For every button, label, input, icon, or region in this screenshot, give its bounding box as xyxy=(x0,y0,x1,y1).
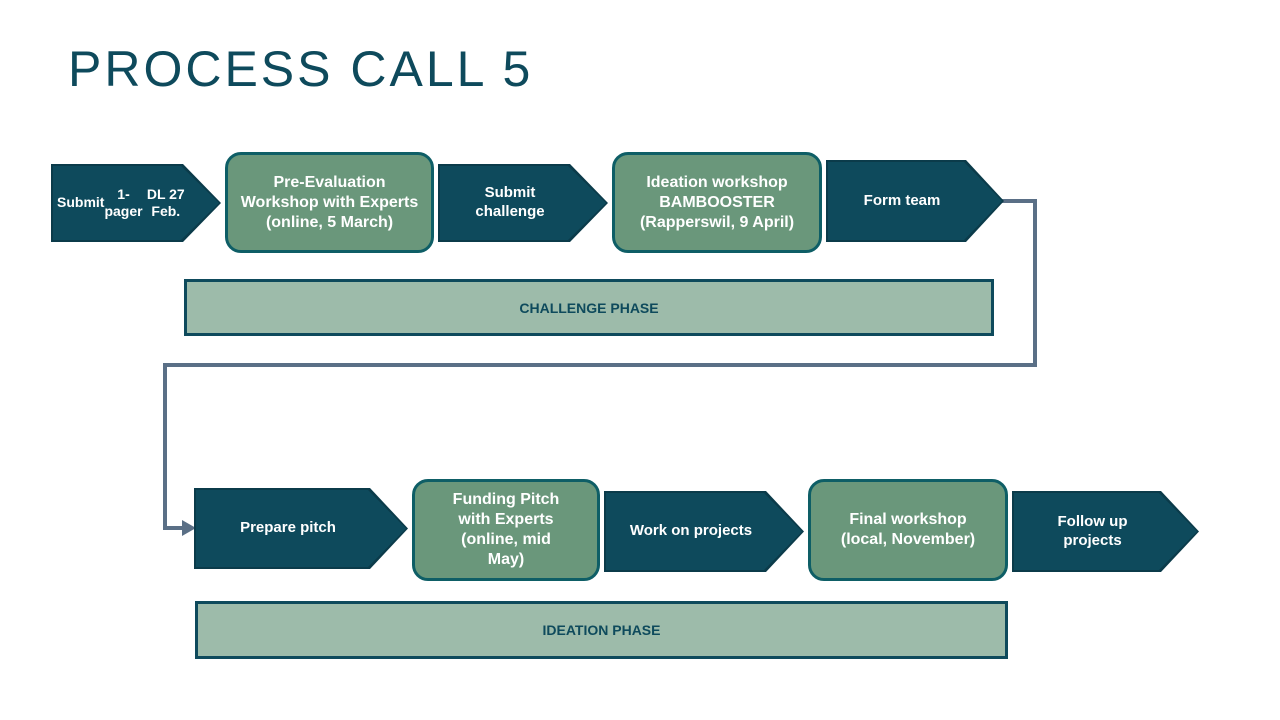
step-submit-1pager-frame: Submit 1-pager DL 27 Feb. xyxy=(51,164,221,242)
step-label: Pre-Evaluation Workshop with Experts (on… xyxy=(240,173,419,231)
step-work-on-projects-frame: Work on projects xyxy=(604,491,804,572)
step-line: Submit xyxy=(57,194,105,211)
step-form-team-frame: Form team xyxy=(826,160,1004,242)
step-final-workshop: Final workshop (local, November) xyxy=(808,479,1008,581)
ideation-phase-bar: IDEATION PHASE xyxy=(195,601,1008,659)
step-label: Final workshop (local, November) xyxy=(840,511,976,548)
step-pre-evaluation-workshop: Pre-Evaluation Workshop with Experts (on… xyxy=(225,152,434,253)
step-ideation-workshop: Ideation workshop BAMBOOSTER (Rapperswil… xyxy=(612,152,822,253)
step-follow-up-projects: Follow up projects xyxy=(1014,493,1197,570)
step-label: Submit challenge xyxy=(475,184,545,220)
step-label: Prepare pitch xyxy=(240,519,336,537)
step-line: DL 27 Feb. xyxy=(146,185,185,219)
step-work-on-projects: Work on projects xyxy=(606,493,802,570)
step-funding-pitch: Funding Pitch with Experts (online, mid … xyxy=(412,479,600,581)
connector-arrowhead xyxy=(182,520,196,536)
step-submit-challenge: Submit challenge xyxy=(440,166,606,240)
step-label: Ideation workshop BAMBOOSTER (Rapperswil… xyxy=(639,173,795,231)
step-follow-up-projects-frame: Follow up projects xyxy=(1012,491,1199,572)
step-prepare-pitch-frame: Prepare pitch xyxy=(194,488,408,569)
step-submit-1pager: Submit 1-pager DL 27 Feb. xyxy=(53,166,219,240)
step-form-team: Form team xyxy=(828,162,1002,240)
step-label: Work on projects xyxy=(629,522,753,540)
step-submit-challenge-frame: Submit challenge xyxy=(438,164,608,242)
phase-label: IDEATION PHASE xyxy=(542,622,661,638)
challenge-phase-bar: CHALLENGE PHASE xyxy=(184,279,994,336)
step-label: Form team xyxy=(863,191,941,209)
phase-label: CHALLENGE PHASE xyxy=(519,299,659,316)
page-title: PROCESS CALL 5 xyxy=(68,41,534,97)
step-line: 1-pager xyxy=(104,185,143,219)
step-label: Follow up projects xyxy=(1057,512,1128,549)
step-label: Funding Pitch with Experts (online, mid … xyxy=(452,491,560,568)
step-prepare-pitch: Prepare pitch xyxy=(196,490,406,567)
